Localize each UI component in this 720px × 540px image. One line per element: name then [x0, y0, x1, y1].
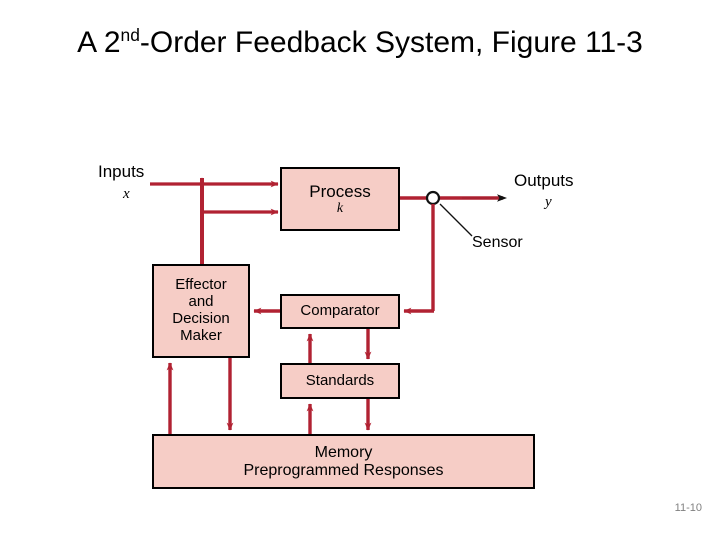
wire-feedback-to-comparator	[403, 204, 435, 315]
page-number: 11-10	[674, 502, 702, 514]
label-outputs: Outputs	[514, 171, 574, 190]
sensor-node-icon	[425, 190, 441, 206]
label-outputs-variable: y	[545, 194, 552, 210]
block-comparator[interactable]: Comparator	[280, 294, 400, 329]
label-sensor: Sensor	[472, 234, 523, 251]
block-effector-decision-maker[interactable]: Effector and Decision Maker	[152, 264, 250, 358]
title-prefix: A 2	[77, 26, 121, 59]
block-standards[interactable]: Standards	[280, 363, 400, 399]
label-inputs: Inputs	[98, 162, 145, 181]
block-effector-label: Effector and Decision Maker	[172, 276, 230, 344]
page-title: A 2nd-Order Feedback System, Figure 11-3	[40, 24, 680, 62]
block-process-sublabel: k	[336, 200, 344, 216]
title-rest: -Order Feedback System, Figure 11-3	[139, 26, 643, 59]
block-memory-label: Memory Preprogrammed Responses	[243, 443, 444, 479]
label-inputs-variable: x	[123, 186, 130, 202]
block-comparator-label: Comparator	[300, 302, 380, 320]
title-superscript: nd	[120, 25, 140, 45]
block-standards-label: Standards	[305, 371, 375, 389]
wire-effector-to-process	[198, 177, 279, 264]
sensor-leader-line	[439, 203, 473, 237]
block-memory[interactable]: Memory Preprogrammed Responses	[152, 434, 535, 489]
